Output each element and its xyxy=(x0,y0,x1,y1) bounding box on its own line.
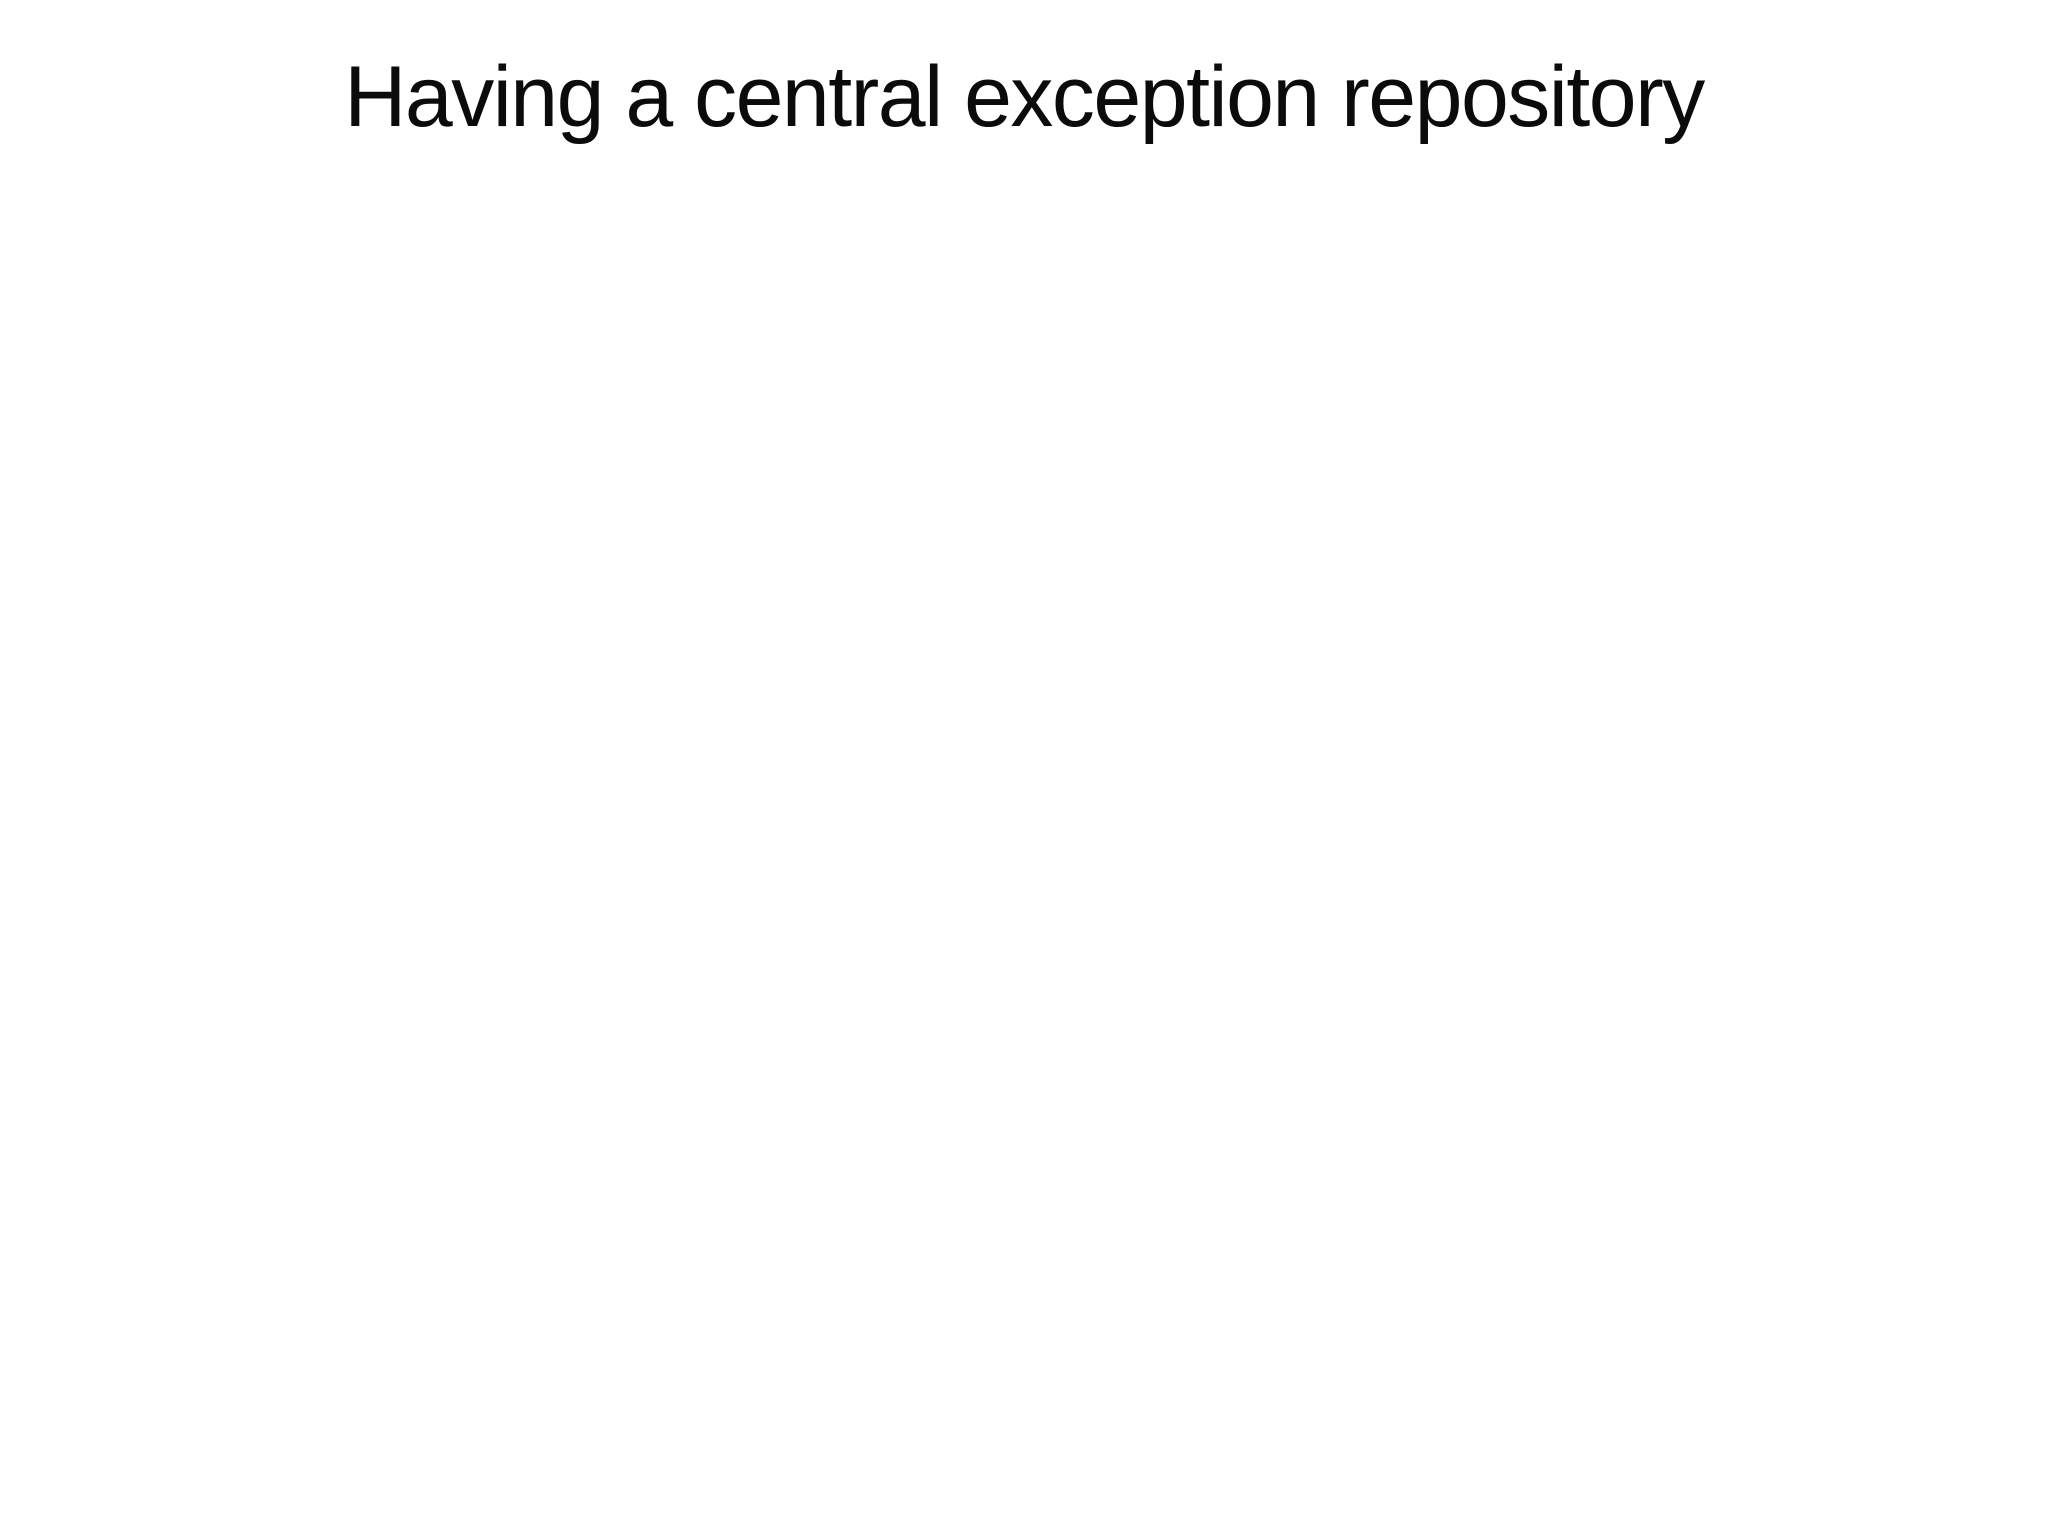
slide-title: Having a central exception repository xyxy=(344,49,1705,145)
